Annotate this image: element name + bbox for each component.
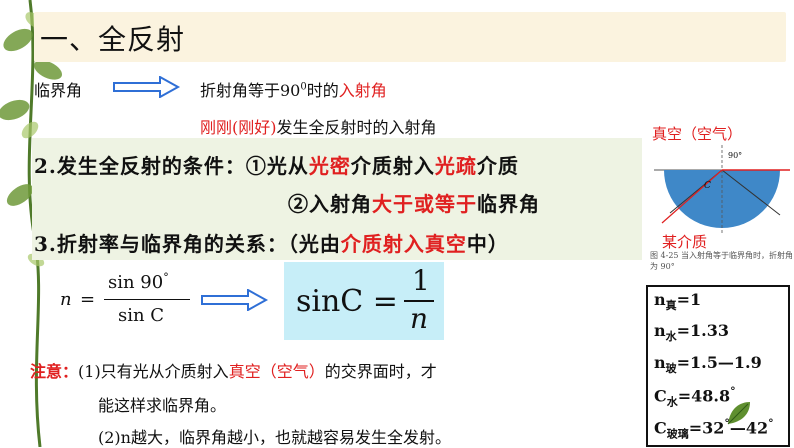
cond2-prefix: ②入射角 [288, 192, 372, 216]
cond1-mid: 介质射入 [350, 154, 435, 178]
definition-mid: 时的 [306, 81, 339, 100]
page-title: 一、全反射 [40, 23, 186, 56]
title-bar [34, 12, 786, 62]
cond2-suffix: 临界角 [477, 192, 540, 216]
data-c-glass: C玻璃=32°—42° [654, 417, 774, 442]
degree-sup: 0 [300, 81, 307, 93]
data-n-water: n水=1.33 [654, 321, 729, 344]
rhs-fraction-bar [404, 300, 434, 302]
c-water: C [654, 386, 667, 406]
conditions-box [32, 138, 642, 260]
formula-rhs-num: 1 [412, 264, 430, 297]
c-glass-dash: — [729, 418, 746, 438]
note-line1-suffix: 的交界面时，才 [324, 362, 437, 381]
exact-line-rest: 发生全反射时的入射角 [276, 118, 437, 137]
c-water-sub: 水 [666, 395, 678, 409]
n-vac-val: =1 [676, 290, 702, 309]
cond2-red: 大于或等于 [372, 192, 477, 216]
n-vac: n [654, 290, 666, 309]
semicircle-diagram-icon [654, 145, 790, 233]
formula-eq: = [80, 289, 96, 310]
note-line1-prefix: (1)只有光从介质射入 [78, 362, 229, 381]
exact-line: 刚刚(刚好)发生全反射时的入射角 [200, 114, 437, 138]
c-glass-val2: 42 [745, 418, 769, 438]
formula-num-sup: ° [163, 271, 169, 284]
n-water-val: =1.33 [676, 321, 730, 340]
condition-line-3: 3.折射率与临界角的关系：（光由介质射入真空中） [34, 228, 509, 257]
critical-angle-label: 临界角 [34, 81, 83, 100]
arrow-right-icon [113, 76, 181, 98]
condition-line-2: ②入射角大于或等于临界角 [288, 188, 540, 217]
formula-rhs-den: n [410, 302, 429, 335]
c-water-deg: ° [730, 385, 736, 398]
formula-den: sin C [118, 305, 165, 326]
c-glass: C [654, 418, 667, 438]
formula-rhs-left: sinC = [296, 284, 398, 319]
note-line-2: 能这样求临界角。 [98, 396, 227, 415]
c-glass-val: =32 [688, 418, 725, 438]
formula-num-text: sin 90 [108, 272, 164, 293]
fraction-bar [104, 299, 190, 300]
cond1-red2: 光疏 [434, 154, 477, 178]
condition-line-1: 2.发生全反射的条件：①光从光密介质射入光疏介质 [34, 150, 519, 179]
cond1-prefix: 2.发生全反射的条件：①光从 [34, 154, 309, 178]
c-water-val: =48.8 [677, 386, 731, 406]
diagram-bottom-label: 某介质 [662, 233, 708, 251]
cond1-suffix: 介质 [476, 154, 519, 178]
data-n-glass: n玻=1.5—1.9 [654, 353, 762, 376]
n-glass: n [654, 353, 666, 372]
cond1-red1: 光密 [308, 154, 351, 178]
refraction-diagram: 真空（空气） 90° C 某介质 图 4-25 当入射角等于临界角时，折射角为 … [650, 123, 794, 280]
n-glass-val: =1.5—1.9 [676, 353, 762, 372]
formula-n: n [60, 289, 72, 310]
diagram-caption: 图 4-25 当入射角等于临界角时，折射角为 90° [650, 251, 794, 271]
definition-prefix: 折射角等于90 [200, 81, 301, 100]
cond3-suffix: 中） [466, 232, 509, 256]
cond3-prefix: 3.折射率与临界角的关系：（光由 [34, 232, 341, 256]
c-glass-deg2: ° [768, 417, 774, 430]
critical-angle-definition: 折射角等于900时的入射角 [200, 77, 387, 101]
formula-result-box: sinC = 1 n [284, 262, 444, 340]
n-glass-sub: 玻 [665, 362, 677, 376]
n-water: n [654, 321, 666, 340]
note-line-1: 注意：(1)只有光从介质射入真空（空气）的交界面时，才 [30, 358, 437, 382]
exact-line-red: 刚刚(刚好) [200, 118, 277, 137]
cond3-red2: 真空 [424, 232, 467, 256]
n-water-sub: 水 [665, 330, 677, 344]
refractive-data-box: n真=1 n水=1.33 n玻=1.5—1.9 C水=48.8° C玻璃=32°… [646, 285, 790, 447]
note-line-3: (2)n越大，临界角越小，也就越容易发生全发射。 [98, 428, 451, 447]
c-glass-sub: 玻璃 [666, 427, 689, 441]
c-glass-deg1: ° [724, 417, 730, 430]
formula-fraction: n = sin 90° sin C [60, 265, 200, 335]
definition-red: 入射角 [338, 81, 387, 100]
n-vac-sub: 真 [665, 299, 677, 313]
formula-numerator: sin 90° [108, 271, 169, 293]
data-c-water: C水=48.8° [654, 385, 736, 410]
note-label: 注意： [30, 362, 79, 381]
diagram-c-label: C [704, 181, 711, 191]
leaf-icon [727, 402, 750, 425]
note-line1-red: 真空（空气） [228, 362, 325, 381]
diagram-top-label: 真空（空气） [652, 125, 743, 143]
diagram-angle-label: 90° [728, 151, 743, 160]
data-n-vacuum: n真=1 [654, 290, 701, 313]
cond3-red1: 介质射入 [340, 232, 425, 256]
arrow-right-icon-2 [201, 289, 269, 311]
